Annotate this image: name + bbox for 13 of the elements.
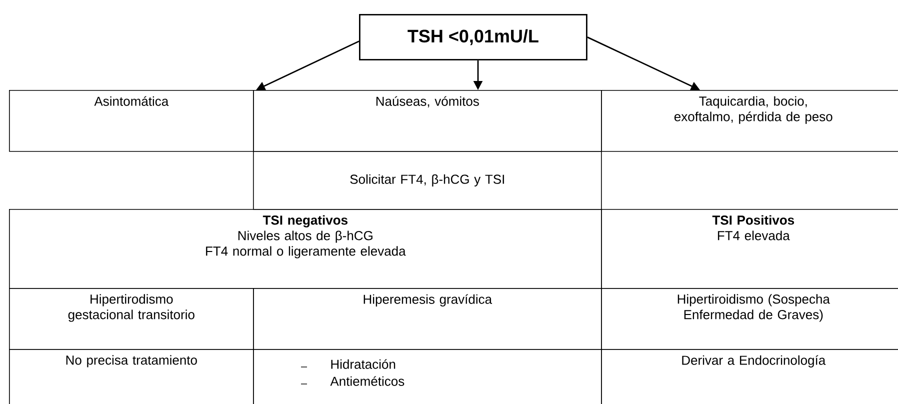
table-cell: Solicitar FT4, β-hCG y TSI (253, 151, 602, 210)
table-cell: Taquicardia, bocio, exoftalmo, pérdida de peso (601, 90, 898, 152)
table-cell: Hipertirodismo gestacional transitorio (9, 288, 254, 350)
table-cell: Derivar a Endocrinología (601, 349, 898, 404)
table-cell: Hidratación Antieméticos (253, 349, 602, 404)
table-cell: Asintomática (9, 90, 254, 152)
table-cell: Hiperemesis gravídica (253, 288, 602, 350)
title-box: TSH <0,01mU/L (359, 14, 588, 60)
table-cell: TSI Positivos FT4 elevada (601, 209, 898, 289)
table-cell: Hipertiroidismo (Sospecha Enfermedad de Graves) (601, 288, 898, 350)
table-cell: No precisa tratamiento (9, 349, 254, 404)
table-cell: Naúseas, vómitos (253, 90, 602, 152)
table-cell: TSI negativos Niveles altos de β-hCG FT4 normal o ligeramente elevada (9, 209, 602, 289)
